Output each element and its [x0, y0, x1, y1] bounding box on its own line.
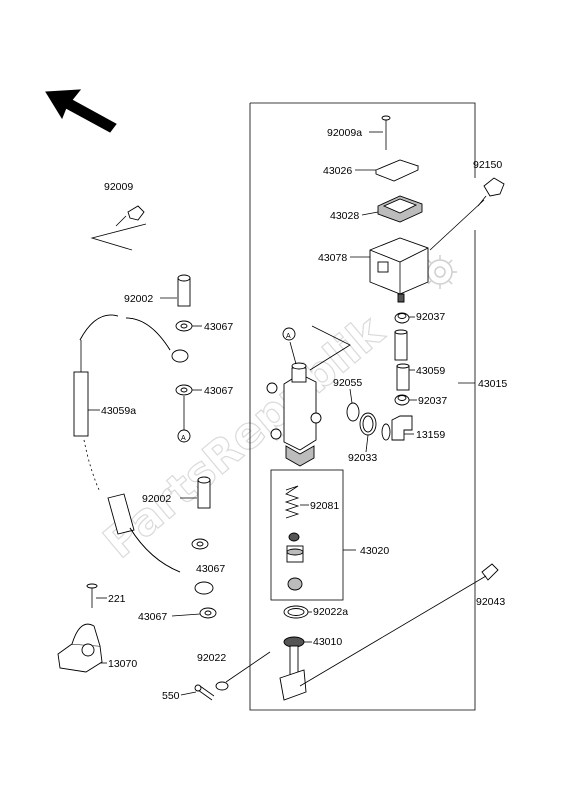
label-43067-4: 43067: [138, 611, 167, 623]
subassembly-frame: [270, 469, 356, 601]
circlip-92033: [359, 412, 377, 436]
marker-a-cylinder: A: [282, 327, 297, 365]
label-92002-top: 92002: [124, 293, 153, 305]
label-92037-bottom: 92037: [418, 395, 447, 407]
label-550: 550: [162, 690, 180, 702]
diaphragm-43028: [377, 195, 423, 223]
cotter-pin-550: [194, 684, 215, 701]
label-221: 221: [108, 593, 126, 605]
label-43028: 43028: [330, 210, 359, 222]
clamp-92037-bottom: [394, 394, 410, 406]
svg-text:A: A: [181, 435, 186, 442]
master-cylinder-body: [266, 362, 322, 467]
marker-a-hose: A: [177, 396, 191, 443]
screw-92009a: [381, 115, 391, 150]
bolt-92150: [477, 177, 505, 207]
label-43067-1: 43067: [204, 321, 233, 333]
screw-221: [86, 583, 98, 608]
label-92009: 92009: [104, 181, 133, 193]
reservoir-43078: [369, 237, 429, 303]
label-13070: 13070: [108, 658, 137, 670]
hose-43059: [394, 329, 410, 391]
label-92009a: 92009a: [327, 127, 362, 139]
label-43067-3: 43067: [196, 563, 225, 575]
circlip-92022a: [283, 605, 309, 619]
elbow-13159: [381, 415, 413, 441]
push-rod-43010: [279, 636, 307, 701]
label-43059a: 43059a: [101, 405, 136, 417]
label-92055: 92055: [333, 377, 362, 389]
label-43015: 43015: [478, 378, 507, 390]
cap-43026: [374, 159, 420, 182]
piston-kit-43020: [284, 485, 304, 591]
label-43078: 43078: [318, 252, 347, 264]
guard-13070: [57, 623, 103, 673]
label-43026: 43026: [323, 165, 352, 177]
banjo-bolt-92002-bottom: [197, 476, 211, 509]
label-92002-bottom: 92002: [142, 493, 171, 505]
washer-43067-1: [175, 320, 193, 332]
oring-92055: [346, 402, 360, 422]
washer-43067-2: [175, 384, 193, 396]
label-92022a: 92022a: [313, 606, 348, 618]
pin-92043: [299, 563, 499, 687]
label-43010: 43010: [313, 636, 342, 648]
label-92037-top: 92037: [416, 311, 445, 323]
label-43020: 43020: [360, 545, 389, 557]
washer-92022: [215, 681, 229, 691]
brake-hose-43059a: [73, 314, 214, 595]
label-92150: 92150: [473, 159, 502, 171]
label-92033: 92033: [348, 452, 377, 464]
bolt-92009: [115, 205, 145, 227]
label-92081: 92081: [310, 500, 339, 512]
label-13159: 13159: [416, 429, 445, 441]
washer-43067-3: [191, 538, 209, 550]
label-43059: 43059: [416, 365, 445, 377]
clamp-92037-top: [394, 312, 410, 324]
svg-text:A: A: [286, 333, 291, 340]
label-92022: 92022: [197, 652, 226, 664]
direction-arrow-icon: [45, 89, 117, 133]
label-92043: 92043: [476, 596, 505, 608]
assembly-frame: [249, 102, 476, 711]
banjo-bolt-92002-top: [177, 274, 191, 307]
washer-43067-4: [199, 607, 217, 619]
label-43067-2: 43067: [204, 385, 233, 397]
